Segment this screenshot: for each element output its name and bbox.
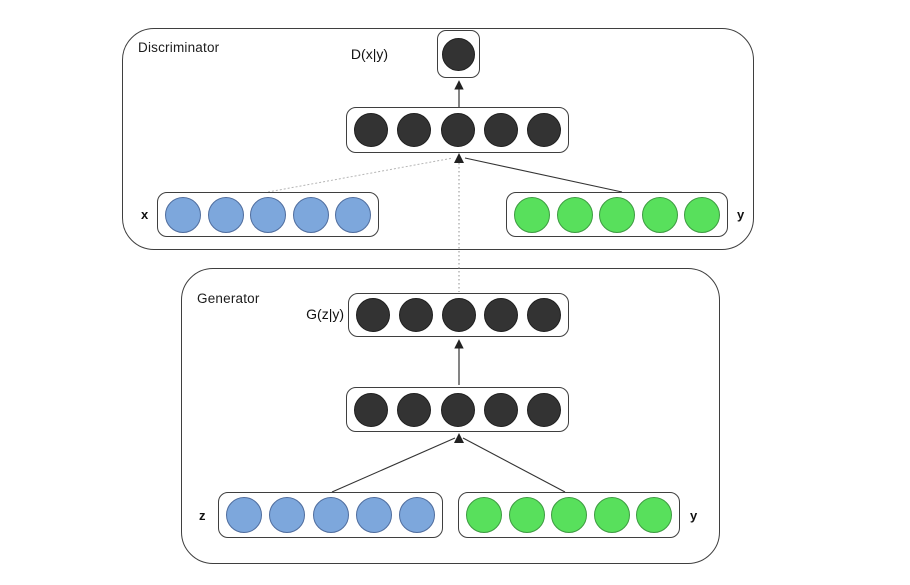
neuron-node (440, 392, 475, 427)
neuron-node (527, 392, 561, 427)
neuron-node (440, 113, 475, 147)
neuron-node (556, 196, 593, 233)
neuron-node (397, 392, 432, 427)
neuron-node (593, 497, 630, 533)
generator-output-label: G(z|y) (306, 306, 344, 322)
z-input-label: z (199, 508, 206, 523)
neuron-node (335, 196, 371, 233)
x-input-label: x (141, 207, 149, 222)
discriminator-output-node-box (437, 30, 480, 78)
discriminator-y-input-layer (506, 192, 728, 237)
neuron-node (684, 196, 720, 233)
generator-y-input-label: y (690, 508, 698, 523)
neuron-node (636, 497, 672, 533)
neuron-node (312, 497, 349, 533)
neuron-node (551, 497, 587, 533)
neuron-node (483, 392, 518, 427)
neuron-node (398, 298, 433, 332)
neuron-node (269, 497, 306, 533)
neuron-node (442, 37, 475, 71)
x-input-layer (157, 192, 379, 237)
generator-output-layer (348, 293, 569, 337)
neuron-node (250, 196, 286, 233)
neuron-node (527, 298, 561, 332)
generator-hidden-layer (346, 387, 569, 432)
generator-title: Generator (197, 291, 260, 306)
z-input-layer (218, 492, 443, 538)
discriminator-hidden-layer (346, 107, 569, 153)
discriminator-output-label: D(x|y) (350, 46, 388, 62)
neuron-node (356, 298, 390, 332)
neuron-node (484, 298, 519, 332)
neuron-node (397, 113, 432, 147)
neuron-node (641, 196, 678, 233)
generator-y-input-layer (458, 492, 680, 538)
discriminator-y-input-label: y (737, 207, 745, 222)
neuron-node (441, 298, 476, 332)
neuron-node (165, 196, 201, 233)
neuron-node (354, 113, 388, 147)
neuron-node (355, 497, 392, 533)
neuron-node (466, 497, 502, 533)
neuron-node (508, 497, 545, 533)
neuron-node (514, 196, 550, 233)
neuron-node (527, 113, 561, 147)
discriminator-title: Discriminator (138, 40, 220, 55)
neuron-node (483, 113, 518, 147)
neuron-node (399, 497, 435, 533)
neuron-node (354, 392, 388, 427)
neuron-node (207, 196, 244, 233)
neuron-node (226, 497, 262, 533)
neuron-node (599, 196, 635, 233)
neuron-node (292, 196, 329, 233)
